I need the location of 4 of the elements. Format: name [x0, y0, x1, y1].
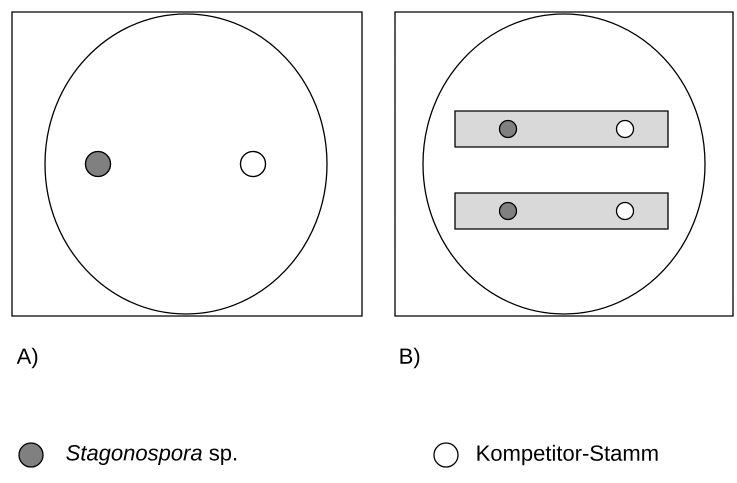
legend-label: Kompetitor-Stamm	[477, 444, 658, 466]
panel-label: B)	[400, 348, 420, 368]
legend-label: Stagonospora sp.	[66, 445, 236, 465]
panel-label: A)	[16, 348, 38, 368]
